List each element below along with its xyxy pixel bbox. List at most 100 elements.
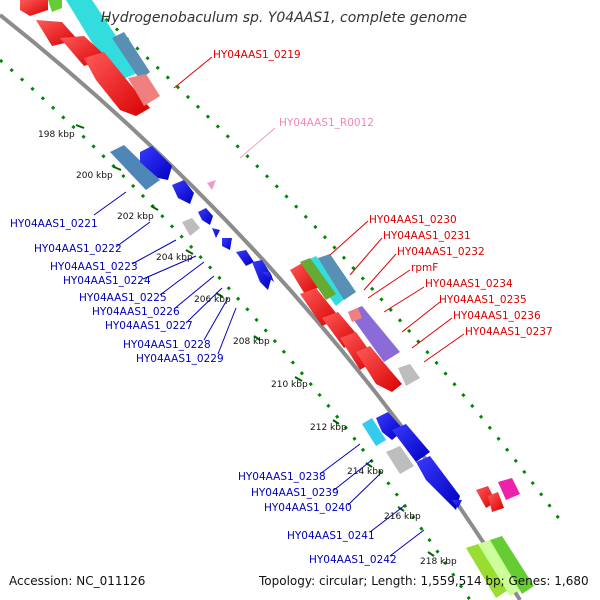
gene-grey-middle[interactable] [398,364,420,386]
tick-218 [427,551,435,557]
gene-salmon-block[interactable] [128,74,160,106]
gene-label-0235[interactable]: HY04AAS1_0235 [439,294,527,306]
gene-green-3[interactable] [490,536,534,594]
gene-0235-block[interactable] [348,306,400,362]
gene-label-0221[interactable]: HY04AAS1_0221 [10,218,98,230]
gene-0226-arrow[interactable] [212,228,220,238]
leader-0231 [349,237,383,276]
gene-label-0237[interactable]: HY04AAS1_0237 [465,326,553,338]
gene-0225-block[interactable] [182,218,200,236]
gene-0229-arrow[interactable] [252,260,272,290]
gene-cyan-block[interactable] [66,0,140,82]
gene-green-2[interactable] [478,540,522,596]
gene-label-0239[interactable]: HY04AAS1_0239 [251,487,339,499]
leader-0237 [423,333,465,363]
minus-genes-lower [362,412,462,510]
genome-summary: Topology: circular; Length: 1,559,514 bp… [259,574,589,588]
gene-0238-block[interactable] [362,418,386,446]
rna-r0012-arrow[interactable] [207,180,216,190]
gene-label-0222[interactable]: HY04AAS1_0222 [34,243,122,255]
gene-0218-arrow[interactable] [20,0,48,16]
gene-0240-block[interactable] [386,446,414,474]
tick-198 [75,124,85,129]
gene-green-1[interactable] [466,544,508,598]
gene-0237-arrow[interactable] [356,346,402,392]
gene-0221-block[interactable] [110,145,160,190]
gene-label-0228[interactable]: HY04AAS1_0228 [123,339,211,351]
gene-0228-arrow[interactable] [236,250,254,266]
tick-200 [113,166,122,171]
gene-0223-arrow[interactable] [172,180,194,204]
gene-label-r0012[interactable]: HY04AAS1_R0012 [279,117,374,129]
gene-label-0238[interactable]: HY04AAS1_0238 [238,471,326,483]
tick-210 [294,376,303,382]
leader-0226 [173,275,215,310]
gene-label-0226[interactable]: HY04AAS1_0226 [92,306,180,318]
gene-0222-arrow[interactable] [140,146,172,180]
leader-0228 [203,297,229,341]
leader-0229 [217,307,237,355]
leader-0222 [115,221,151,248]
gene-0239-arrow[interactable] [392,424,430,462]
kbp-label: 198 kbp [38,130,75,140]
leader-0238 [319,443,361,475]
gene-0218b-arrow[interactable] [48,0,62,12]
gene-0219-arrow[interactable] [84,52,150,116]
leader-lines-plus [173,56,465,363]
gene-label-0227[interactable]: HY04AAS1_0227 [105,320,193,332]
gene-0232b-block[interactable] [318,254,356,300]
gene-0224-arrow[interactable] [198,208,213,225]
kbp-label: 206 kbp [194,295,231,305]
gene-0229b-arrow[interactable] [262,272,274,282]
leader-0234 [383,286,425,313]
leader-0227 [185,287,223,324]
leader-lines-minus [93,191,425,557]
gene-label-rpmF[interactable]: rpmF [411,262,438,274]
gene-label-0232[interactable]: HY04AAS1_0232 [397,246,485,258]
tick-212 [332,419,340,425]
leader-0241 [369,505,405,533]
gene-label-0219[interactable]: HY04AAS1_0219 [213,49,301,61]
gene-label-0224[interactable]: HY04AAS1_0224 [63,275,151,287]
gene-steel-block[interactable] [112,32,150,80]
leader-0232 [363,253,397,291]
gene-label-0242[interactable]: HY04AAS1_0242 [309,554,397,566]
leader-0223 [131,239,177,265]
plus-genes-middle [290,254,420,392]
kbp-label: 208 kbp [233,337,270,347]
gene-label-0231[interactable]: HY04AAS1_0231 [383,230,471,242]
leader-0236 [411,317,453,349]
gene-label-0223[interactable]: HY04AAS1_0223 [50,261,138,273]
plus-genes-lower [466,478,534,598]
gene-0235-salmon[interactable] [348,308,362,322]
leader-0225 [159,261,205,296]
plus-gene-labels: HY04AAS1_0219 HY04AAS1_0230 HY04AAS1_023… [213,49,553,338]
tick-208 [253,335,261,341]
gene-label-0229[interactable]: HY04AAS1_0229 [136,353,224,365]
kbp-labels: 198 kbp 200 kbp 202 kbp 204 kbp 206 kbp … [38,130,457,567]
leader-0230 [329,220,369,256]
gene-0227-arrow[interactable] [222,238,232,250]
gene-label-0236[interactable]: HY04AAS1_0236 [453,310,541,322]
map-title: Hydrogenobaculum sp. Y04AAS1, complete g… [101,10,467,26]
leader-0224 [142,255,197,280]
gene-red-lower-2[interactable] [488,492,504,512]
gene-0241-arrow[interactable] [416,456,460,510]
gene-label-0241[interactable]: HY04AAS1_0241 [287,530,375,542]
kbp-label: 210 kbp [271,380,308,390]
gene-0241b-arrow[interactable] [452,500,462,508]
gene-label-0234[interactable]: HY04AAS1_0234 [425,278,513,290]
leader-0240 [347,473,381,506]
gene-magenta-block[interactable] [498,478,520,500]
tick-204 [185,249,194,255]
kbp-label: 214 kbp [347,467,384,477]
leader-0221 [93,191,127,216]
gene-label-0240[interactable]: HY04AAS1_0240 [264,502,352,514]
gene-0230-arrow[interactable] [290,262,320,296]
gene-0232-block[interactable] [300,258,336,300]
leader-0242 [389,529,425,557]
gene-label-0230[interactable]: HY04AAS1_0230 [369,214,457,226]
leader-r0012 [239,127,276,159]
gene-label-0225[interactable]: HY04AAS1_0225 [79,292,167,304]
leader-0219 [173,56,213,89]
